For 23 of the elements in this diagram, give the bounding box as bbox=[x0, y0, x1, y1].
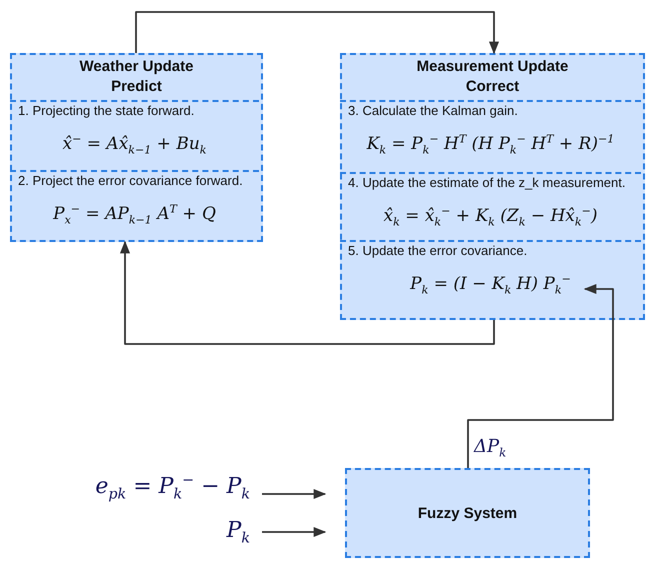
arrow bbox=[262, 488, 326, 500]
box-label: Fuzzy System bbox=[418, 504, 518, 522]
formula: x̂$_{k}$ = x̂$_{k}$$^{−}$ + K$_{k}$ (Z$_{k}$ − Hx̂$_{k}$$^{−}$) bbox=[382, 204, 598, 228]
edge-label: ΔP$_{k}$ bbox=[474, 436, 506, 460]
formula: P$_{x}$$^{−}$ = AP$_{k−1}$ A$^{T}$ + Q bbox=[52, 202, 217, 226]
process-box bbox=[340, 53, 645, 320]
formula: P$_{k}$ bbox=[225, 518, 250, 546]
formula: K$_{k}$ = P$_{k}$$^{−}$ H$^{T}$ (H P$_{k}$$^{−}$ H$^{T}$ + R)$^{−1}$ bbox=[366, 132, 616, 156]
step-text: 2. Project the error covariance forward. bbox=[17, 172, 244, 188]
arrow bbox=[120, 240, 495, 345]
step-text: 4. Update the estimate of the z_k measurement. bbox=[347, 174, 626, 190]
step-text: 5. Update the error covariance. bbox=[347, 242, 528, 258]
arrow bbox=[467, 284, 614, 468]
step-text: 3. Calculate the Kalman gain. bbox=[347, 102, 519, 118]
process-box bbox=[345, 468, 590, 558]
step-text: 1. Projecting the state forward. bbox=[17, 102, 196, 118]
formula: e$_{p}$$_{k}$ = P$_{k}$$^{−}$ − P$_{k}$ bbox=[94, 473, 250, 503]
process-box bbox=[10, 53, 263, 242]
arrow bbox=[135, 11, 500, 54]
group-heading: Weather Update Predict bbox=[78, 57, 194, 97]
arrow bbox=[262, 526, 326, 538]
group-heading: Measurement Update Correct bbox=[416, 57, 570, 97]
formula: x̂$^{−}$ = Ax̂$_{k−1}$ + Bu$_{k}$ bbox=[62, 132, 208, 156]
